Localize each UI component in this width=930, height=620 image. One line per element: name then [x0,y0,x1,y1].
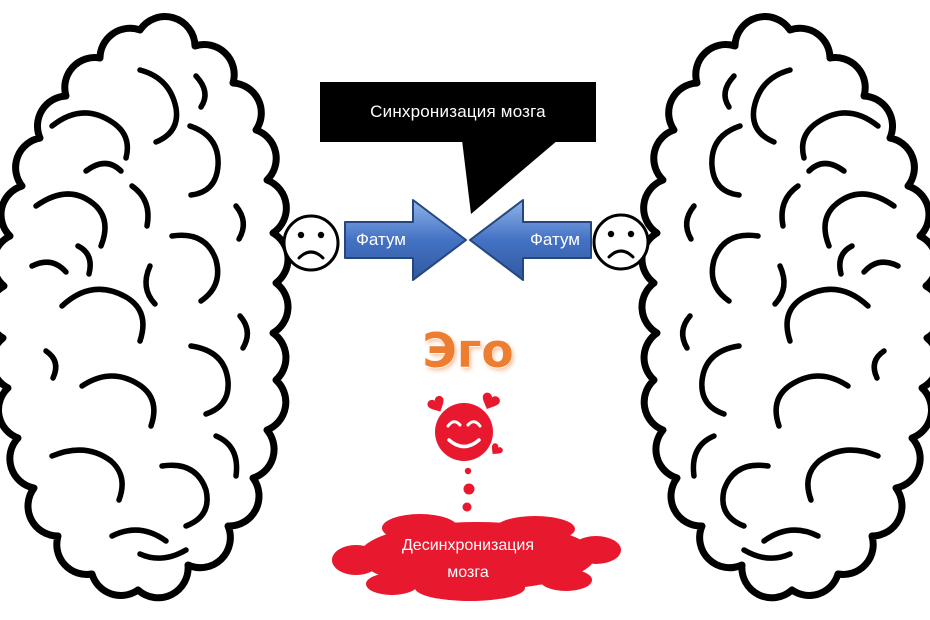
speech-bubble-tail [462,140,558,214]
arrow-right-pointing-icon [344,199,467,281]
bubble-text: Синхронизация мозга [370,102,546,121]
splat-text-line1: Десинхронизация [401,537,535,554]
red-splat-blob [332,514,621,601]
arrow-label-right: Фатум [530,230,580,249]
drip-dots [462,467,475,512]
brain-left-hemisphere-icon [0,17,288,598]
brain-right-hemisphere-icon [642,17,930,598]
arrow-label-left: Фатум [356,230,406,249]
smiling-face-with-hearts-icon [425,391,505,461]
arrow-left-pointing-icon [469,199,592,281]
speech-bubble [320,82,596,214]
speech-bubble-body [320,82,596,142]
sad-face-right-icon [592,213,650,271]
sad-face-left-icon [282,214,340,272]
splat-text: Десинхронизация мозга [368,531,568,587]
splat-text-line2: мозга [447,564,489,581]
ego-title: Эго [422,323,514,379]
